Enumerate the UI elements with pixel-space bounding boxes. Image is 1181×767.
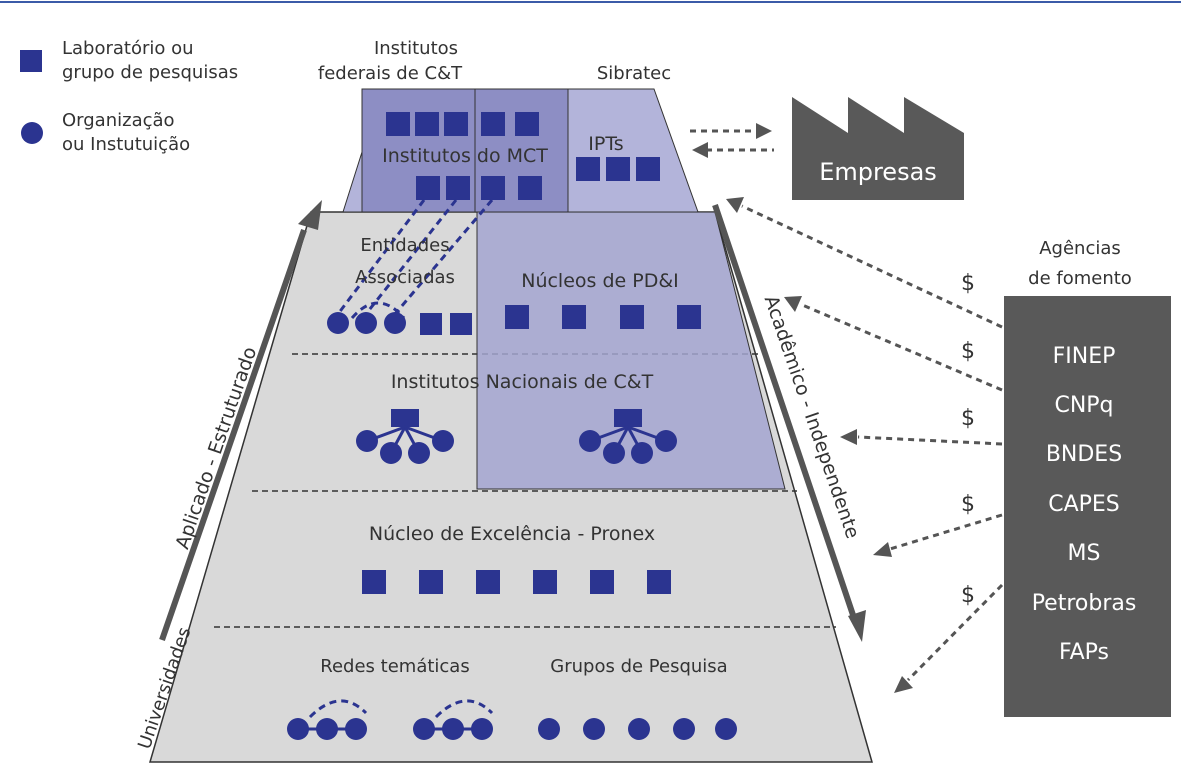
ipts-empresas-exchange-arrows bbox=[690, 123, 774, 158]
inct-network-right-icon bbox=[579, 409, 677, 464]
mct-labs-top bbox=[386, 112, 539, 136]
legend-circle-icon bbox=[21, 122, 43, 144]
currency-symbol-4: $ bbox=[961, 492, 975, 517]
mct-to-entidades-links bbox=[336, 199, 494, 315]
agency-capes: CAPES bbox=[1048, 492, 1120, 517]
grupos-pesquisa-units bbox=[538, 718, 737, 740]
grupos-pesquisa-label: Grupos de Pesquisa bbox=[550, 656, 727, 677]
legend-square-label-line2: grupo de pesquisas bbox=[62, 62, 238, 83]
entidades-units bbox=[327, 312, 472, 335]
nucleos-pdi-label: Núcleos de PD&I bbox=[521, 270, 679, 292]
agency-petrobras: Petrobras bbox=[1032, 591, 1137, 616]
agency-ms: MS bbox=[1068, 541, 1101, 566]
agency-cnpq: CNPq bbox=[1054, 393, 1113, 418]
ipts-label: IPTs bbox=[588, 133, 623, 155]
redes-tematicas-label: Redes temáticas bbox=[320, 656, 469, 677]
funding-agencies-box bbox=[1004, 296, 1171, 717]
redes-network-right-icon bbox=[413, 699, 494, 740]
entidades-network-arc bbox=[350, 301, 406, 319]
currency-symbol-5: $ bbox=[961, 583, 975, 608]
ipts-labs bbox=[576, 157, 660, 181]
mct-labs-bottom bbox=[416, 176, 542, 200]
left-axis-arrow bbox=[159, 200, 322, 641]
currency-symbol-2: $ bbox=[961, 339, 975, 364]
funding-title-line1: Agências bbox=[1039, 238, 1121, 259]
sibratec-label: Sibratec bbox=[597, 63, 671, 84]
agency-faps: FAPs bbox=[1059, 640, 1109, 665]
nucleos-pdi-block bbox=[476, 211, 786, 490]
right-axis-arrow bbox=[712, 204, 866, 642]
currency-symbol-3: $ bbox=[961, 406, 975, 431]
funding-title-line2: de fomento bbox=[1028, 268, 1132, 289]
factory-icon bbox=[792, 97, 964, 200]
entidades-label-line2: Associadas bbox=[355, 267, 455, 288]
entidades-label-line1: Entidades bbox=[360, 235, 449, 256]
legend-square-label-line1: Laboratório ou bbox=[62, 38, 194, 59]
agency-bndes: BNDES bbox=[1046, 442, 1122, 467]
inct-label: Institutos Nacionais de C&T bbox=[391, 371, 654, 393]
federal-institutes-label-line2: federais de C&T bbox=[318, 63, 463, 84]
inct-network-left-icon bbox=[356, 409, 454, 464]
mct-label: Institutos do MCT bbox=[382, 145, 548, 167]
currency-symbol-1: $ bbox=[961, 271, 975, 296]
nucleos-pdi-labs bbox=[505, 305, 701, 329]
pronex-labs bbox=[362, 570, 671, 594]
legend-circle-label-line1: Organização bbox=[62, 110, 175, 131]
empresas-label: Empresas bbox=[819, 158, 937, 186]
funding-flow-arrows bbox=[726, 197, 1004, 693]
legend-circle-label-line2: ou Instutuição bbox=[62, 134, 190, 155]
agency-finep: FINEP bbox=[1053, 344, 1116, 369]
legend-square-icon bbox=[20, 50, 42, 72]
redes-network-left-icon bbox=[287, 699, 368, 740]
federal-institutes-label-line1: Institutos bbox=[374, 38, 458, 59]
pronex-label: Núcleo de Excelência - Pronex bbox=[369, 523, 655, 545]
